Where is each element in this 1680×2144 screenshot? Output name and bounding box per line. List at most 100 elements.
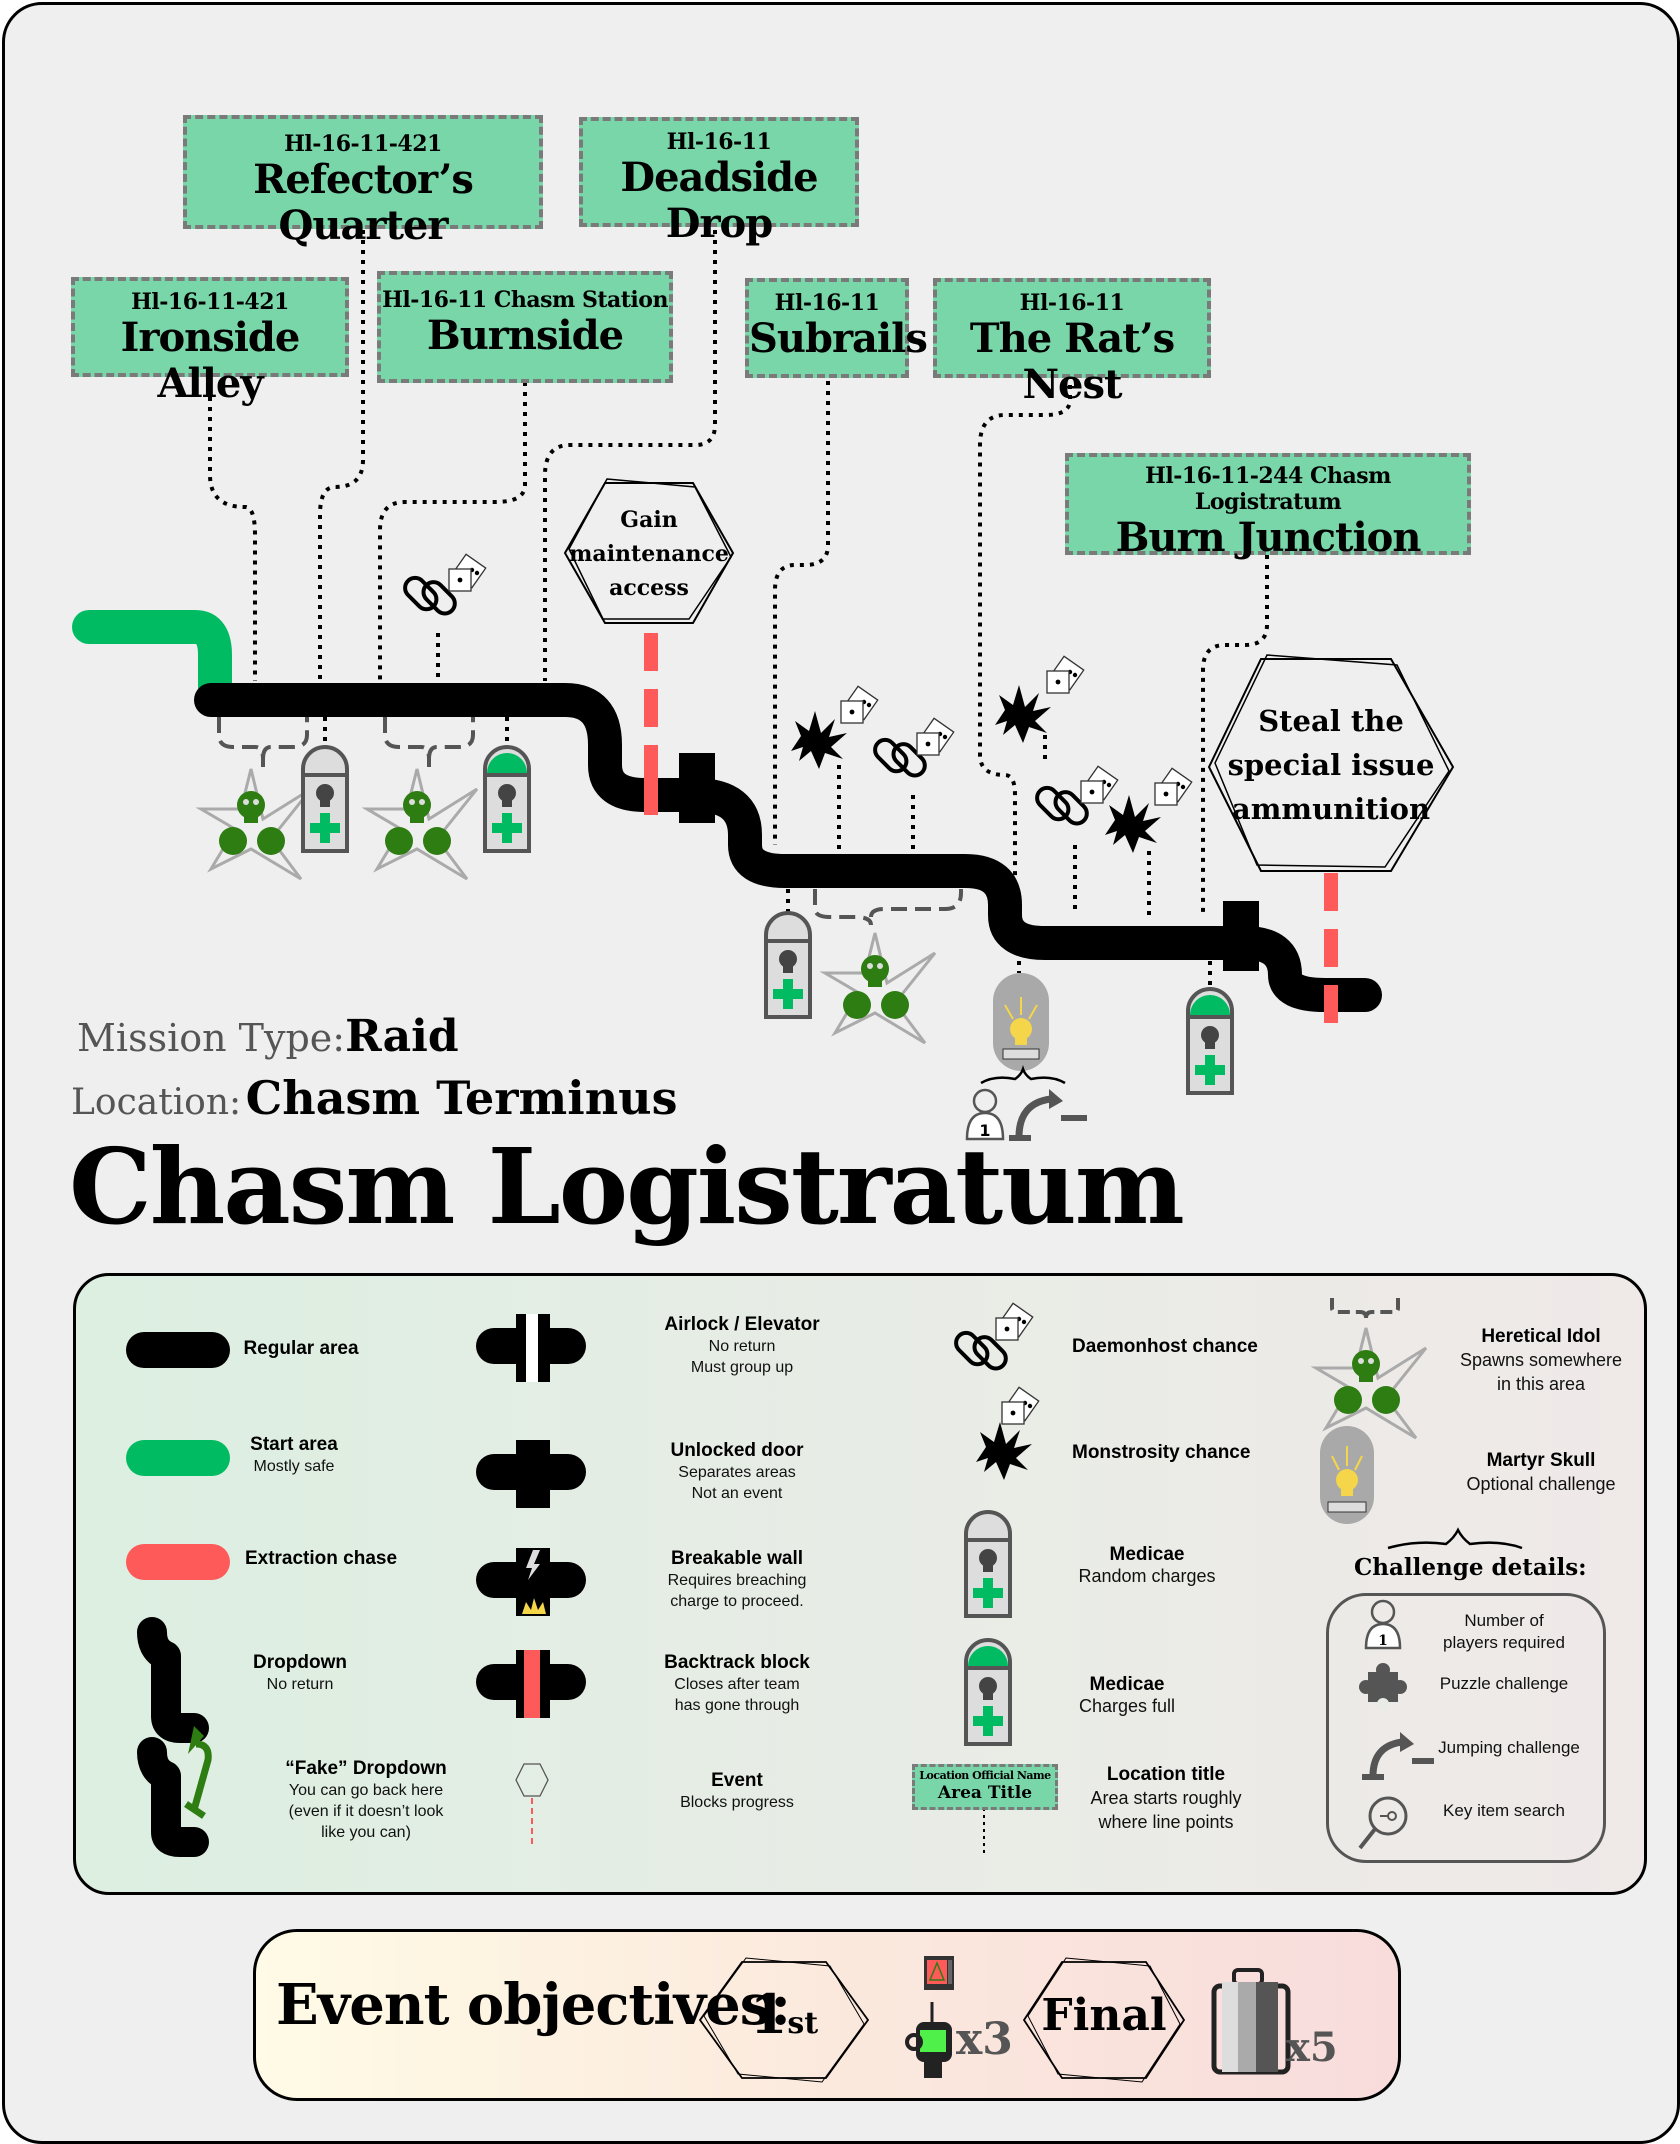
stage-final-label: Final <box>1041 1990 1167 2041</box>
challenge-key-item: Key item search <box>1443 1801 1565 1820</box>
challenge-puzzle: Puzzle challenge <box>1439 1674 1569 1693</box>
heretical-idol-icon <box>199 715 313 881</box>
challenge-jumping: Jumping challenge <box>1438 1738 1580 1757</box>
stage-1-hexagon <box>698 1957 870 2083</box>
location-value: Chasm Terminus <box>245 1071 678 1125</box>
terminal-count: x3 <box>956 2014 1013 2065</box>
medicae-random-icon <box>764 889 812 1019</box>
monstrosity-chance-icon <box>791 685 879 851</box>
challenge-brace <box>980 1065 1066 1085</box>
legend-item-airlock: Airlock / Elevator No return Must group … <box>664 1314 820 1376</box>
daemonhost-chance-icon <box>1030 765 1119 915</box>
stage-final-hexagon <box>1022 1957 1186 2083</box>
legend-item-medicae-random: Medicae Random charges <box>1078 1544 1216 1586</box>
daemonhost-chance-legend-icon <box>949 1302 1034 1375</box>
challenge-player-count: Number of players required <box>1443 1611 1565 1652</box>
location-title-subrails: Hl-16-11 Subrails <box>745 278 928 378</box>
mission-route-map: 1 <box>72 230 1455 1141</box>
legend-item-backtrack-block: Backtrack block Closes after team has go… <box>664 1652 810 1714</box>
start-area-path <box>72 610 232 712</box>
legend-item-regular-area: Regular area <box>243 1338 359 1359</box>
unlocked-door-icon <box>476 1440 586 1508</box>
crate-count: x5 <box>1286 2024 1338 2071</box>
player-count-value: 1 <box>979 1121 990 1140</box>
medicae-random-icon <box>301 717 349 853</box>
unlocked-door-1 <box>679 753 715 823</box>
location-title-rats-nest: Hl-16-11 The Rat’s Nest <box>933 278 1211 408</box>
event-final-label: Steal the special issue ammunition <box>1227 704 1435 826</box>
breakable-wall-icon <box>476 1548 586 1616</box>
legend-item-monstrosity: Monstrosity chance <box>1072 1442 1251 1463</box>
backtrack-block-icon <box>476 1650 586 1718</box>
fake-dropdown-icon <box>137 1726 212 1857</box>
event-1-label: Gain maintenance access <box>569 507 729 601</box>
legend-item-event: Event Blocks progress <box>680 1770 794 1811</box>
regular-area-swatch <box>126 1332 230 1368</box>
heretical-idol-icon <box>365 715 479 881</box>
legend-item-start-area: Start area Mostly safe <box>250 1434 338 1475</box>
mission-type-label: Mission Type: <box>77 1016 346 1060</box>
mission-title: Chasm Logistratum <box>69 1125 1185 1248</box>
svg-text:1: 1 <box>1378 1633 1388 1649</box>
medicae-full-legend-icon <box>966 1640 1010 1744</box>
location-title-refectors-quarter: Hl-16-11-421 Refector’s Quarter <box>183 115 543 249</box>
legend-icons: 1 <box>126 1298 1523 1857</box>
legend-item-heretical-idol: Heretical Idol Spawns somewhere in this … <box>1459 1326 1623 1394</box>
location-row: Location: Chasm Terminus <box>71 1071 677 1125</box>
location-title-burn-junction: Hl-16-11-244 Chasm Logistratum Burn Junc… <box>1065 453 1471 561</box>
terminal-device-icon <box>905 1956 954 2078</box>
extraction-chase-swatch <box>126 1544 230 1580</box>
daemonhost-chance-icon <box>398 553 487 681</box>
player-count-legend-icon: 1 <box>1364 1599 1402 1650</box>
event-icon <box>515 1763 549 1844</box>
heretical-idol-icon <box>813 889 963 1045</box>
jump-icon <box>1009 1089 1087 1141</box>
location-label: Location: <box>71 1082 242 1123</box>
medicae-full-icon <box>485 717 529 851</box>
daemonhost-chance-icon <box>868 717 955 851</box>
event-hexagon-final <box>1207 654 1455 872</box>
ammo-crate-icon <box>1211 1968 1291 2075</box>
monstrosity-chance-icon <box>995 655 1085 761</box>
legend-item-unlocked-door: Unlocked door Separates areas Not an eve… <box>670 1440 804 1502</box>
legend-item-daemonhost: Daemonhost chance <box>1072 1336 1258 1357</box>
legend-panel: 1 Regular area Start ar <box>73 1273 1647 1895</box>
location-title-burnside: Hl-16-11 Chasm Station Burnside <box>377 271 673 383</box>
martyr-skull-legend-icon <box>1320 1426 1374 1524</box>
start-area-swatch <box>126 1440 230 1476</box>
challenge-details-title: Challenge details: <box>1354 1554 1587 1581</box>
location-title-deadside-drop: Hl-16-11 Deadside Drop <box>579 117 859 247</box>
objectives-icons <box>698 1956 1291 2083</box>
jumping-legend-icon <box>1362 1732 1434 1780</box>
regular-area-path <box>194 683 1382 1012</box>
legend-item-medicae-full: Medicae Charges full <box>1078 1674 1176 1716</box>
unlocked-door-2 <box>1223 901 1259 971</box>
legend-item-extraction-chase: Extraction chase <box>244 1548 398 1569</box>
medicae-full-icon <box>1188 961 1232 1093</box>
event-hexagon-1 <box>563 478 735 624</box>
legend-item-martyr-skull: Martyr Skull Optional challenge <box>1466 1450 1616 1494</box>
event-objectives-panel: Event objectives: <box>253 1929 1401 2101</box>
stage-1-label: 1st <box>749 1982 819 2046</box>
dropdown-icon <box>137 1617 209 1743</box>
legend-item-breakable-wall: Breakable wall Requires breaching charge… <box>667 1548 807 1610</box>
legend-item-dropdown: Dropdown No return <box>253 1652 347 1693</box>
challenge-details-brace <box>1387 1527 1523 1550</box>
legend-item-fake-dropdown: “Fake” Dropdown You can go back here (ev… <box>285 1758 447 1841</box>
airlock-elevator-icon <box>476 1314 586 1382</box>
challenge-details-box: Number of players required Puzzle challe… <box>1326 1593 1606 1863</box>
heretical-idol-legend-icon <box>1314 1298 1428 1440</box>
player-count-icon <box>965 1088 1005 1141</box>
mission-type-row: Mission Type:Raid <box>77 1011 459 1062</box>
medicae-random-legend-icon <box>964 1510 1012 1618</box>
connector-lines <box>208 230 1269 915</box>
legend-item-location-title: Location title Area starts roughly where… <box>1090 1764 1242 1832</box>
mission-type-value: Raid <box>345 1011 459 1062</box>
location-title-sample: Location Official Name Area Title <box>912 1764 1058 1810</box>
martyr-skull-icon <box>993 961 1049 1071</box>
location-title-ironside-alley: Hl-16-11-421 Ironside Alley <box>71 277 349 407</box>
puzzle-legend-icon <box>1359 1663 1407 1710</box>
monstrosity-chance-icon <box>1105 767 1193 915</box>
monstrosity-chance-legend-icon <box>976 1386 1040 1480</box>
